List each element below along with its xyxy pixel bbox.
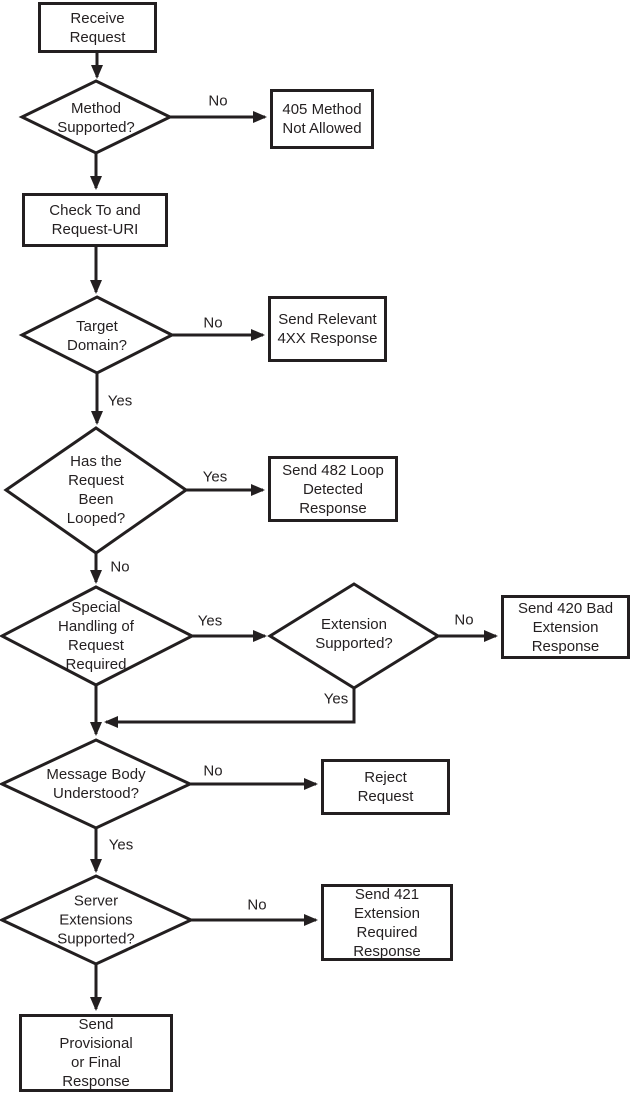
edge-label-server-no: No — [247, 896, 267, 914]
process-482-label: Send 482 Loop Detected Response — [282, 461, 384, 517]
edge-extension-yes-return — [104, 688, 356, 728]
process-receive-request-label: Receive Request — [69, 9, 126, 46]
decision-looped-label: Has the Request Been Looped? — [66, 453, 126, 527]
edge-label-message-yes: Yes — [108, 836, 134, 854]
process-reject-request: Reject Request — [321, 759, 450, 815]
process-final-label: Send Provisional or Final Response — [59, 1016, 133, 1090]
process-check-to-and-request-uri: Check To and Request-URI — [22, 193, 168, 247]
edge-label-looped-yes: Yes — [202, 468, 228, 486]
process-4xx-label: Send Relevant 4XX Response — [277, 311, 378, 347]
process-send-420-bad-extension: Send 420 Bad Extension Response — [501, 595, 630, 659]
edge-label-extension-no: No — [454, 611, 474, 629]
edge-label-extension-yes: Yes — [323, 690, 349, 708]
decision-message-label: Message Body Understood? — [46, 766, 146, 802]
process-405-label: 405 Method Not Allowed — [282, 101, 362, 137]
decision-extension-shape — [267, 582, 441, 690]
decision-target-shape — [18, 295, 176, 375]
edge-label-message-no: No — [203, 762, 223, 780]
decision-target-label: Target Domain? — [66, 318, 128, 354]
process-405-method-not-allowed: 405 Method Not Allowed — [270, 89, 374, 149]
edge-label-special-yes: Yes — [197, 612, 223, 630]
decision-message-shape — [0, 738, 194, 830]
edge-label-looped-no: No — [110, 558, 130, 576]
edge-label-target-yes: Yes — [107, 392, 133, 410]
process-send-482-loop-detected: Send 482 Loop Detected Response — [268, 456, 398, 522]
decision-special-label: Special Handling of Request Required — [58, 599, 134, 673]
decision-special-shape — [0, 585, 196, 687]
decision-method-shape — [18, 79, 174, 155]
decision-looped-shape — [3, 426, 189, 555]
process-send-421-extension-required: Send 421 Extension Required Response — [321, 884, 453, 961]
process-421-label: Send 421 Extension Required Response — [353, 885, 421, 960]
process-reject-label: Reject Request — [357, 769, 414, 805]
decision-server-shape — [0, 874, 195, 966]
process-send-provisional-or-final: Send Provisional or Final Response — [19, 1014, 173, 1092]
process-420-label: Send 420 Bad Extension Response — [517, 599, 614, 655]
process-send-relevant-4xx: Send Relevant 4XX Response — [268, 296, 387, 362]
decision-method-label: Method Supported? — [57, 100, 135, 136]
process-receive-request: Receive Request — [38, 2, 157, 53]
process-check-label: Check To and Request-URI — [49, 202, 141, 238]
edge-label-method-no: No — [208, 92, 228, 110]
edge-label-target-no: No — [203, 314, 223, 332]
decision-extension-label: Extension Supported? — [315, 616, 393, 652]
decision-server-label: Server Extensions Supported? — [57, 892, 135, 948]
